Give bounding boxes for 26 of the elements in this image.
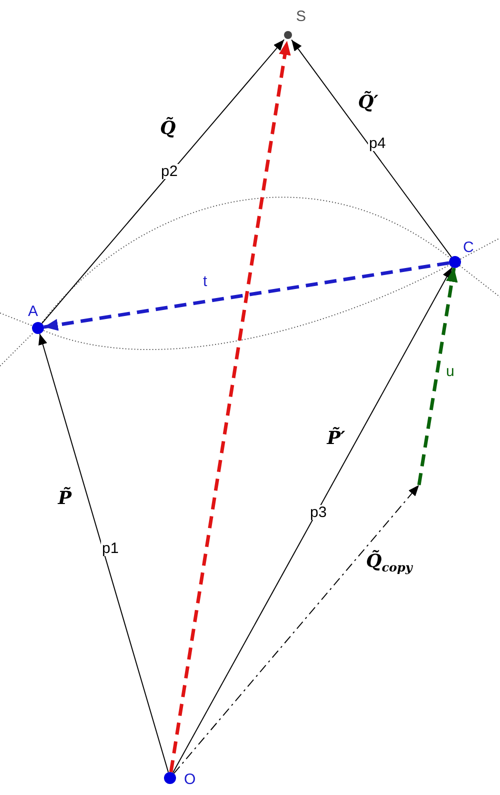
point [164,772,176,784]
edge-label: p1 [101,541,120,556]
point-label: C [463,240,474,255]
arrow [44,261,450,331]
vector-label: P̃′ [327,428,346,450]
point-label: O [184,772,196,787]
point-label: A [28,304,38,319]
arrow [291,39,452,258]
arrow [173,484,420,774]
arrow [41,39,285,324]
vector-label: Q̃′ [358,92,378,114]
point [32,322,44,334]
arrow [38,333,169,773]
vector-label: P̃ [58,488,72,510]
arrow [172,266,453,774]
point-label: S [296,9,306,24]
edge-label: p2 [160,164,179,179]
point [449,256,461,268]
vector-label: Q̃$_{copy}$ [366,551,412,575]
point [284,31,292,39]
arrow [169,40,291,772]
edge-label: p4 [368,136,387,151]
edge-label: p3 [309,505,328,520]
edge-label: t [202,274,208,289]
arrow [417,268,458,486]
vector-label: Q̃ [160,118,176,140]
